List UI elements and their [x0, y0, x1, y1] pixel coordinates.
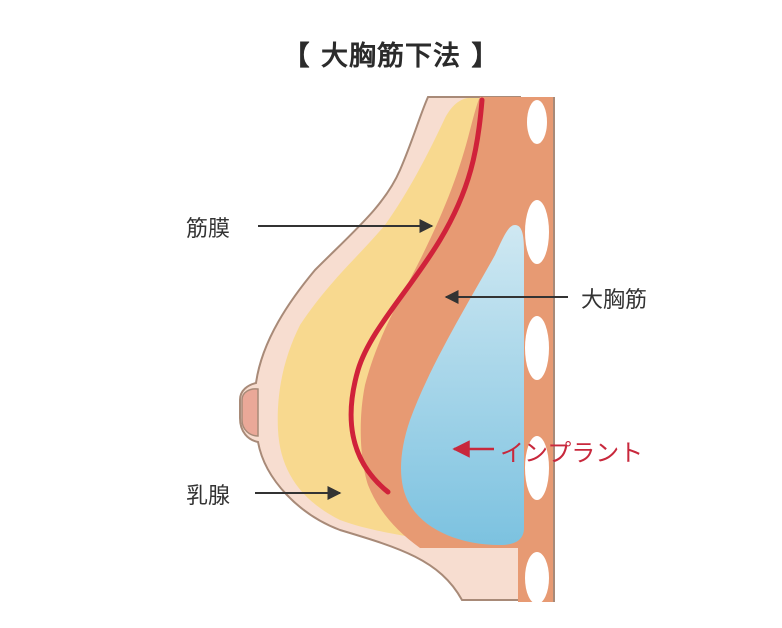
label-mammary-gland: 乳腺: [186, 484, 231, 509]
rib: [525, 436, 549, 500]
nipple: [241, 388, 259, 437]
label-implant: インプラント: [500, 439, 644, 467]
label-fascia: 筋膜: [186, 217, 231, 242]
rib: [525, 200, 549, 264]
ribs: [525, 100, 549, 604]
implant: [401, 225, 524, 545]
fascia-line: [348, 97, 485, 495]
rib: [527, 100, 547, 144]
rib: [525, 316, 549, 380]
rib: [525, 552, 549, 604]
diagram-title: 【 大胸筋下法 】: [282, 41, 500, 72]
label-pectoralis-major: 大胸筋: [581, 288, 648, 313]
